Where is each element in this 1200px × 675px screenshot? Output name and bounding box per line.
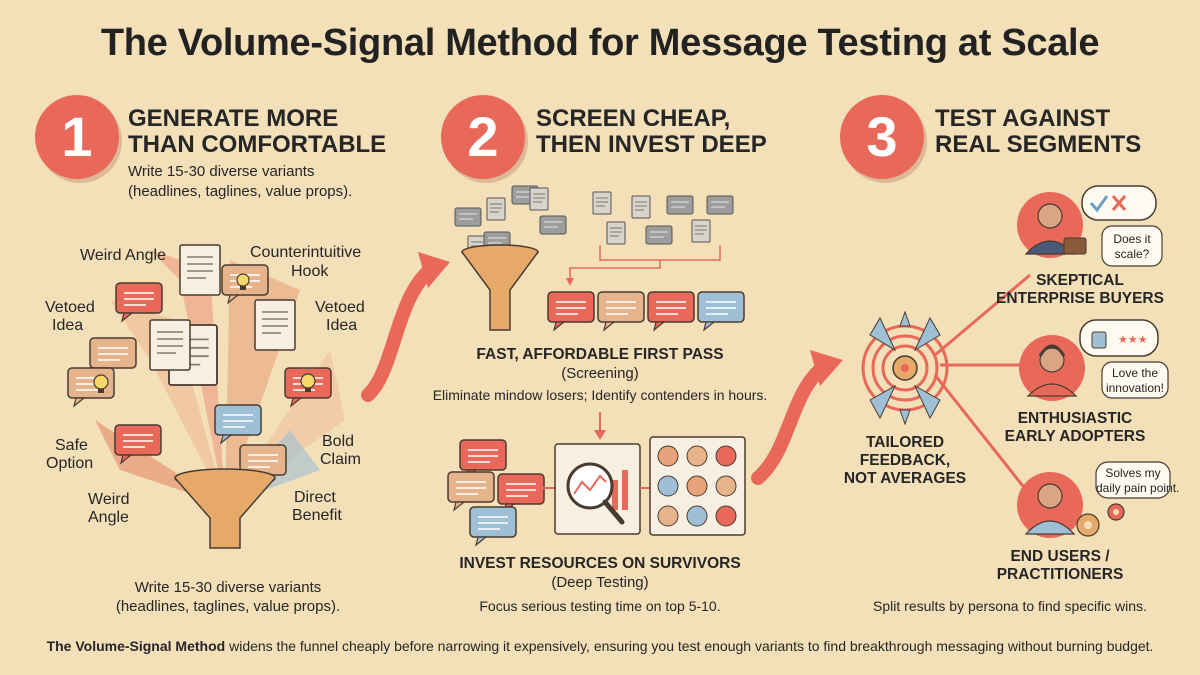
speech-bubble-icon: [597, 291, 645, 331]
footer-bold: The Volume-Signal Method: [46, 638, 226, 654]
step-number-3: 3: [840, 95, 924, 179]
step-1-desc-line1: Write 15-30 diverse variants: [128, 163, 315, 180]
step-number-1: 1: [35, 95, 119, 179]
fast-pass-title: FAST, AFFORDABLE FIRST PASS: [476, 346, 724, 363]
idea-label: Claim: [320, 451, 361, 468]
segment-2-quote-line1: Love the: [1111, 366, 1159, 380]
magnifier-chart-icon: [554, 443, 641, 535]
segment-3-quote-line1: Solves my: [1105, 466, 1161, 480]
speech-bubble-icon: [67, 367, 115, 407]
segment-2-quote-line2: innovation!: [1105, 381, 1165, 395]
segment-2-line2: EARLY ADOPTERS: [1004, 428, 1146, 445]
idea-label: Direct: [294, 489, 336, 506]
step-1-heading-line1: GENERATE MORE: [128, 105, 339, 132]
document-icon: [149, 319, 191, 371]
idea-label: Vetoed: [315, 299, 365, 316]
step-1-desc-line2: (headlines, taglines, value props).: [128, 183, 353, 200]
segment-3-line2: PRACTITIONERS: [996, 566, 1124, 583]
step-3-heading-line1: TEST AGAINST: [935, 105, 1111, 132]
segment-2-line1: ENTHUSIASTIC: [1017, 410, 1133, 427]
screening-illustration: [447, 185, 746, 546]
arrow-icon: [361, 263, 437, 402]
idea-label: Weird Angle: [80, 247, 166, 264]
idea-label: Counterintuitive: [250, 244, 362, 261]
lightbulb-icon: [300, 373, 316, 392]
segment-1-quote-line2: scale?: [1114, 247, 1150, 261]
document-icon: [254, 299, 296, 351]
step-1-caption-line2: (headlines, taglines, value props).: [115, 598, 341, 615]
idea-label: Idea: [326, 317, 358, 334]
footer-rest: widens the funnel cheaply before narrowi…: [225, 638, 1154, 654]
segment-1-line1: SKEPTICAL: [1036, 272, 1124, 289]
segment-3-line1: END USERS /: [1010, 548, 1110, 565]
page-title: The Volume-Signal Method for Message Tes…: [100, 22, 1100, 64]
segments-illustration: ★★★: [861, 185, 1171, 538]
step-number-2: 2: [441, 95, 525, 179]
step-1-caption-line1: Write 15-30 diverse variants: [134, 579, 322, 596]
person-icon: [1019, 335, 1085, 401]
idea-label: Weird: [88, 491, 130, 508]
avatar-grid-icon: [649, 436, 746, 536]
svg-text:★★★: ★★★: [1118, 333, 1148, 346]
document-icon: [179, 244, 221, 296]
step-2-heading-line2: THEN INVEST DEEP: [536, 131, 767, 158]
idea-burst-illustration: [67, 244, 345, 549]
invest-subtitle: (Deep Testing): [551, 574, 649, 591]
idea-label: Hook: [291, 263, 329, 280]
fast-pass-subtitle: (Screening): [561, 365, 639, 382]
lightbulb-icon: [236, 273, 250, 290]
step-3-caption: Split results by persona to find specifi…: [873, 598, 1147, 614]
arrow-icon: [751, 361, 829, 485]
idea-label: Vetoed: [45, 299, 95, 316]
target-label-line1: TAILORED: [865, 434, 945, 451]
invest-desc: Focus serious testing time on top 5-10.: [479, 598, 721, 614]
speech-bubble-icon: [469, 506, 517, 546]
idea-label: Option: [46, 455, 94, 472]
footer-text: The Volume-Signal Method widens the funn…: [0, 638, 1200, 654]
idea-label: Angle: [88, 509, 129, 526]
segment-3-quote-line2: daily pain point.: [1096, 481, 1180, 495]
lightbulb-icon: [93, 374, 109, 393]
segment-1-line2: ENTERPRISE BUYERS: [996, 290, 1164, 307]
speech-bubble-icon: [697, 291, 745, 331]
person-icon: [1017, 472, 1083, 538]
check-cross-question-icon: [1081, 185, 1157, 221]
segment-1-quote-line1: Does it: [1113, 232, 1151, 246]
fast-pass-desc: Eliminate mindow losers; Identify conten…: [432, 387, 768, 403]
idea-label: Bold: [322, 433, 355, 450]
person-icon: [1017, 192, 1087, 258]
idea-label: Safe: [55, 437, 88, 454]
idea-label: Idea: [52, 317, 84, 334]
funnel-icon: [174, 468, 276, 549]
speech-bubble-icon: [447, 471, 495, 511]
funnel-icon: [461, 244, 539, 331]
gears-icon: [1076, 503, 1125, 537]
invest-title: INVEST RESOURCES ON SURVIVORS: [459, 555, 741, 572]
target-icon: [861, 310, 949, 426]
target-label-line2: FEEDBACK,: [859, 452, 951, 469]
speech-bubble-icon: [547, 291, 595, 331]
target-label-line3: NOT AVERAGES: [843, 470, 967, 487]
speech-bubble-icon: [647, 291, 695, 331]
step-1-heading-line2: THAN COMFORTABLE: [128, 131, 387, 158]
step-2-heading-line1: SCREEN CHEAP,: [536, 105, 731, 132]
idea-label: Benefit: [292, 507, 342, 524]
thumbs-up-stars-icon: ★★★: [1079, 319, 1159, 357]
step-3-heading-line2: REAL SEGMENTS: [935, 131, 1142, 158]
